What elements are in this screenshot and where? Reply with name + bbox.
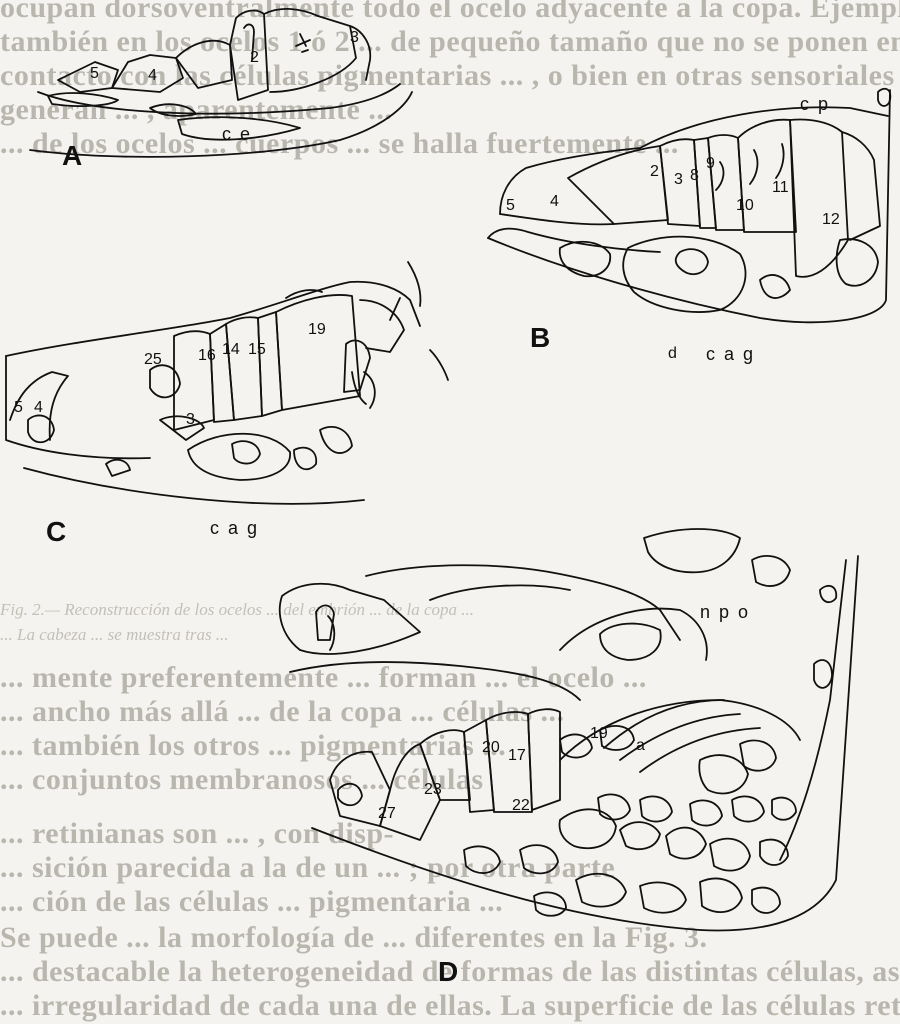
label-2: 2 bbox=[250, 50, 259, 66]
label-4: 4 bbox=[148, 68, 157, 84]
panel-c-drawing bbox=[6, 262, 448, 504]
label-5: 5 bbox=[14, 400, 23, 416]
label-12: 12 bbox=[822, 212, 840, 228]
label-4: 4 bbox=[550, 194, 559, 210]
label-ce: c e bbox=[222, 126, 252, 142]
label-3: 3 bbox=[350, 30, 359, 46]
label-2: 2 bbox=[650, 164, 659, 180]
label-d: d bbox=[668, 346, 677, 362]
label-a: a bbox=[636, 738, 645, 754]
label-14: 14 bbox=[222, 342, 240, 358]
label-22: 22 bbox=[512, 798, 530, 814]
label-17: 17 bbox=[508, 748, 526, 764]
panel-d-outer-wall bbox=[312, 556, 858, 930]
panel-letter-b: B bbox=[530, 322, 550, 354]
label-3: 3 bbox=[186, 412, 195, 428]
panel-letter-d: D bbox=[438, 956, 458, 988]
panel-a-outer-wall bbox=[30, 92, 412, 157]
label-cp: c p bbox=[800, 96, 830, 112]
panel-b-drawing bbox=[488, 89, 890, 323]
label-11: 11 bbox=[772, 180, 789, 196]
label-27: 27 bbox=[378, 806, 396, 822]
label-25: 25 bbox=[144, 352, 162, 368]
label-9: 9 bbox=[706, 156, 715, 172]
panel-d-drawing bbox=[280, 529, 858, 930]
label-8: 8 bbox=[690, 168, 699, 184]
label-5: 5 bbox=[90, 66, 99, 82]
label-20: 20 bbox=[482, 740, 500, 756]
label-15: 15 bbox=[248, 342, 266, 358]
panel-letter-c: C bbox=[46, 516, 66, 548]
label-cag: c a g bbox=[706, 346, 755, 362]
label-3: 3 bbox=[674, 172, 683, 188]
label-19: 19 bbox=[590, 726, 608, 742]
panel-c-outer-wall bbox=[24, 468, 364, 504]
label-cag: c a g bbox=[210, 520, 259, 536]
label-5: 5 bbox=[506, 198, 515, 214]
label-4: 4 bbox=[34, 400, 43, 416]
panel-letter-a: A bbox=[62, 140, 82, 172]
label-23: 23 bbox=[424, 782, 442, 798]
label-npo: n p o bbox=[700, 604, 750, 620]
label-19: 19 bbox=[308, 322, 326, 338]
label-16: 16 bbox=[198, 348, 216, 364]
label-10: 10 bbox=[736, 198, 754, 214]
panel-a-inner-floor bbox=[38, 84, 400, 114]
